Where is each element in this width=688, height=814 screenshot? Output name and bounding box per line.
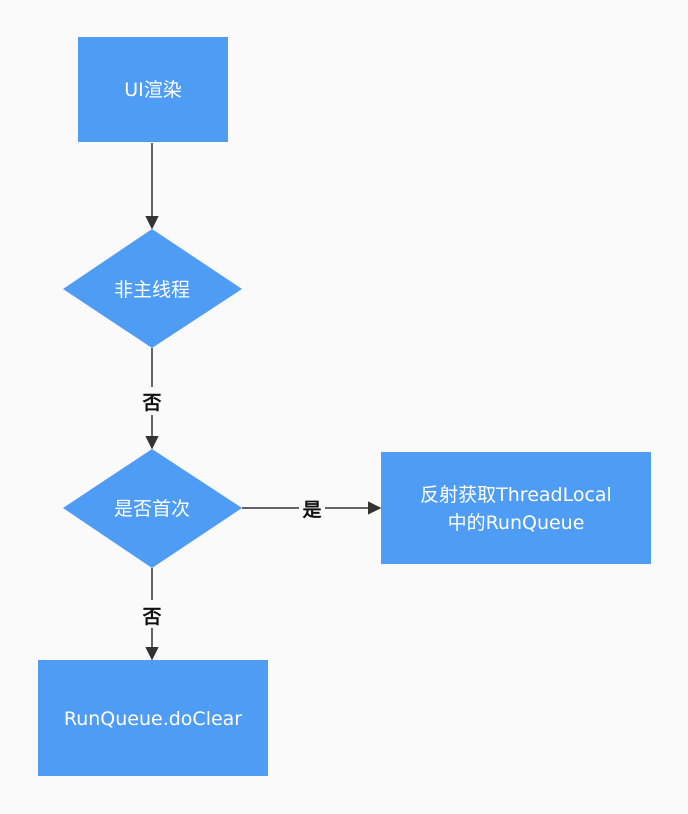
node-do-clear-label: RunQueue.doClear (64, 708, 242, 730)
node-ui-render[interactable]: UI渲染 (78, 37, 228, 142)
node-first-time-label: 是否首次 (114, 498, 190, 520)
node-non-main-thread-label: 非主线程 (114, 279, 190, 301)
node-non-main-thread[interactable]: 非主线程 (63, 229, 242, 348)
edge-label-no-1: 否 (140, 387, 166, 415)
edge-label-no-2-text: 否 (141, 606, 161, 628)
node-first-time[interactable]: 是否首次 (63, 449, 242, 568)
node-reflect-runqueue-line1: 反射获取ThreadLocal (420, 484, 612, 506)
edge-label-no-2: 否 (140, 600, 166, 628)
node-reflect-runqueue-line2: 中的RunQueue (448, 512, 585, 534)
node-ui-render-label: UI渲染 (124, 79, 182, 101)
edge-label-yes: 是 (299, 495, 325, 523)
edge-label-yes-text: 是 (302, 499, 321, 521)
edge-label-no-1-text: 否 (141, 392, 161, 414)
node-reflect-runqueue[interactable]: 反射获取ThreadLocal 中的RunQueue (381, 452, 651, 564)
node-do-clear[interactable]: RunQueue.doClear (38, 660, 268, 776)
